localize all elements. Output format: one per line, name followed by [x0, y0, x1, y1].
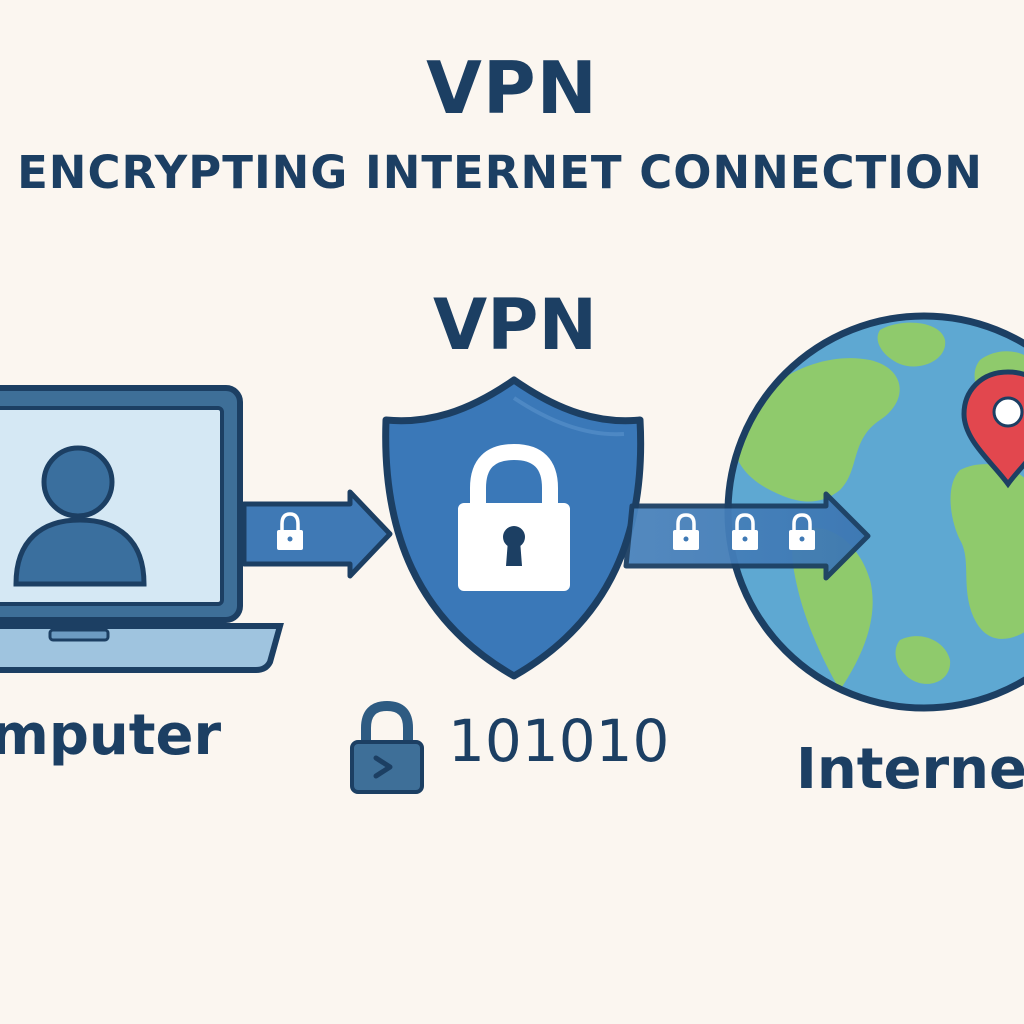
padlock-icon: [458, 443, 570, 591]
computer-label: omputer: [0, 703, 222, 768]
small-lock-icon: [732, 513, 758, 550]
location-pin-icon: [961, 369, 1024, 489]
encrypted-arrow-right: [623, 491, 871, 581]
diagram-subtitle: ENCRYPTING INTERNET CONNECTION: [17, 146, 983, 199]
small-lock-icon: [789, 513, 815, 550]
diagram-title: VPN: [426, 46, 598, 130]
vpn-shield-icon: [382, 376, 645, 680]
encrypted-data-text: 101010: [448, 707, 670, 775]
internet-label: Internet: [796, 737, 1024, 802]
laptop-user-icon: [0, 385, 284, 673]
small-lock-icon: [673, 513, 699, 550]
vpn-shield-label: VPN: [432, 284, 598, 366]
small-lock-icon: [277, 512, 303, 550]
user-avatar-icon: [13, 445, 147, 587]
globe-icon: [724, 312, 1024, 712]
terminal-padlock-icon: [350, 700, 424, 794]
encrypted-arrow-left: [241, 489, 393, 579]
